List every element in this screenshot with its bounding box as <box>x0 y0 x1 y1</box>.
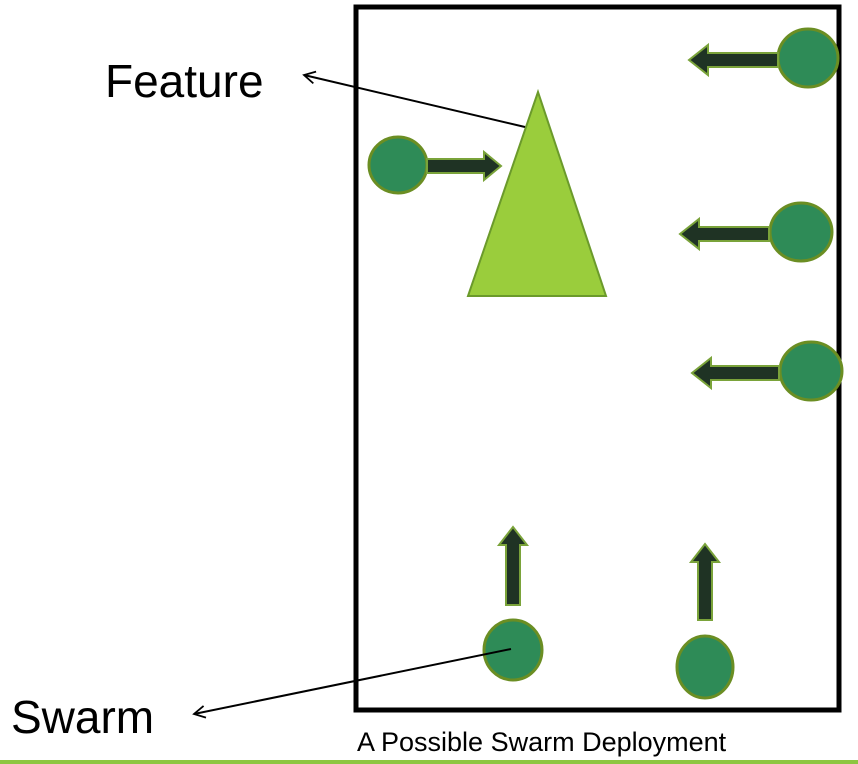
deployment-area-frame <box>353 4 842 713</box>
agent-circle-icon <box>778 340 844 402</box>
arrow-right-icon <box>426 149 503 183</box>
diagram-caption: A Possible Swarm Deployment <box>357 727 727 757</box>
swarm-callout-line <box>192 648 512 719</box>
arrow-left-icon <box>687 42 779 78</box>
swarm-label: Swarm <box>11 691 154 743</box>
bottom-rule <box>0 760 858 764</box>
feature-label: Feature <box>105 55 264 107</box>
feature-callout-line <box>302 70 526 128</box>
agent-circle-icon <box>367 135 429 195</box>
arrow-left-icon <box>678 216 770 252</box>
agent-circle-icon <box>675 634 735 700</box>
swarm-agent <box>687 27 840 89</box>
agent-circle-icon <box>776 27 840 89</box>
swarm-agent <box>367 135 503 195</box>
feature-triangle <box>466 88 608 297</box>
swarm-agent <box>482 525 544 682</box>
swarm-agent <box>675 542 735 700</box>
agent-circle-icon <box>482 618 544 682</box>
agent-circle-icon <box>768 201 834 263</box>
swarm-agent <box>690 340 844 402</box>
arrow-up-icon <box>496 525 530 606</box>
arrow-left-icon <box>690 355 780 391</box>
arrow-up-icon <box>688 542 722 621</box>
swarm-agent <box>678 201 834 263</box>
